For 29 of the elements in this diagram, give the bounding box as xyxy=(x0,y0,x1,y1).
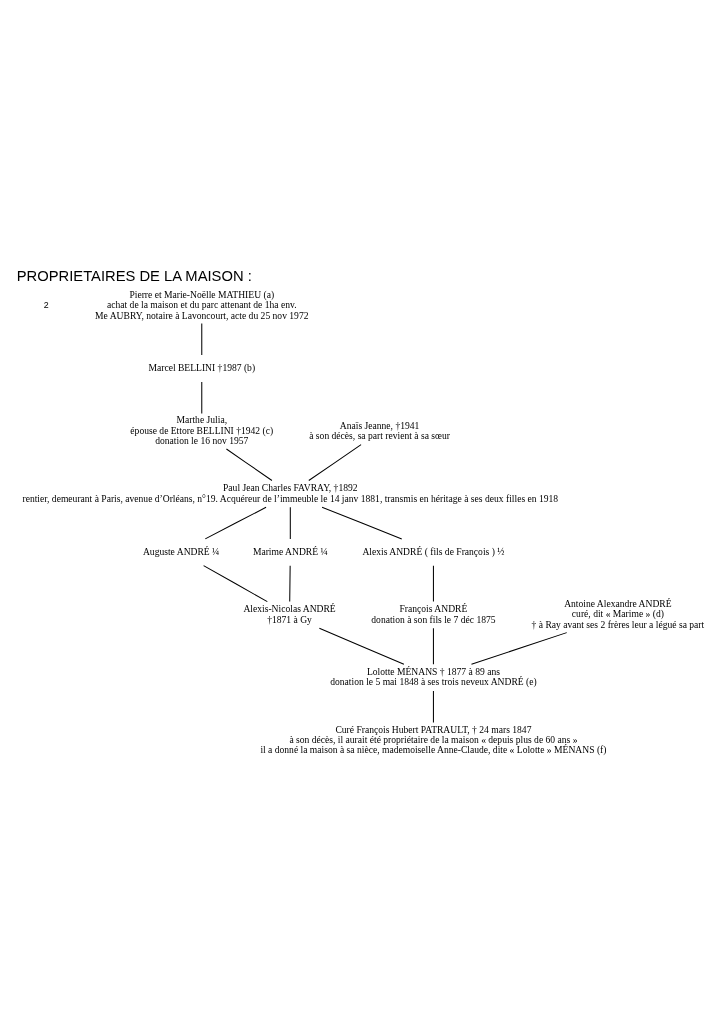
node-text: Paul Jean Charles FAVRAY, †1892 rentier, demeurant à Paris, avenue d’Orléans, n°19. Acquéreur de l’immeuble le 14 janv 1881, transmis en héritage à ses deux filles en 1918 xyxy=(22,482,559,504)
node-text: Alexis ANDRÉ ( fils de François ) ½ xyxy=(362,545,505,557)
node-text: Anaïs Jeanne, †1941 à son décès, sa part revient à sa sœur xyxy=(309,419,450,441)
node-text: Marime ANDRÉ ¼ xyxy=(252,545,328,557)
label: 2 xyxy=(43,300,49,311)
connector xyxy=(432,690,434,724)
connector xyxy=(203,565,268,603)
node-text: Curé François Hubert PATRAULT, † 24 mars 1847 à son décès, il aurait été propriétaire de la maison « depuis plus de 60 ans » il a donné la maison à sa nièce, mademoiselle Anne-Claude, dite « Lolotte » MÉNANS (f) xyxy=(260,723,607,756)
connector xyxy=(204,506,267,540)
connector xyxy=(321,506,403,540)
node-text: Alexis-Nicolas ANDRÉ †1871 à Gy xyxy=(243,603,336,625)
connector xyxy=(318,627,405,665)
node-text: Pierre et Marie-Noëlle MATHIEU (a) achat de la maison et du parc attenant de 1ha env. Me AUBRY, notaire à Lavoncourt, acte du 25 nov 1972 xyxy=(95,288,309,321)
node-text: Lolotte MÉNANS † 1877 à 89 ans donation le 5 mai 1848 à ses trois neveux ANDRÉ (e) xyxy=(330,665,537,688)
connector xyxy=(289,506,291,540)
node-text: Auguste ANDRÉ ¼ xyxy=(142,545,220,557)
node-text: Marthe Julia, épouse de Ettore BELLINI †1942 (c) donation le 16 nov 1957 xyxy=(130,414,274,447)
connector xyxy=(470,632,568,665)
connector xyxy=(308,444,362,482)
node-text: Antoine Alexandre ANDRÉ curé, dit « Marime » (d) † à Ray avant ses 2 frères leur a légué sa part xyxy=(531,598,705,630)
node-text: Marcel BELLINI †1987 (b) xyxy=(148,362,256,374)
connector xyxy=(289,565,291,603)
connector xyxy=(225,448,273,481)
connector xyxy=(432,627,434,665)
connector xyxy=(201,323,203,356)
node-text: François ANDRÉ donation à son fils le 7 déc 1875 xyxy=(371,603,496,625)
connector xyxy=(201,381,203,414)
diagram-title: PROPRIETAIRES DE LA MAISON : xyxy=(16,267,252,284)
connector xyxy=(432,565,434,603)
